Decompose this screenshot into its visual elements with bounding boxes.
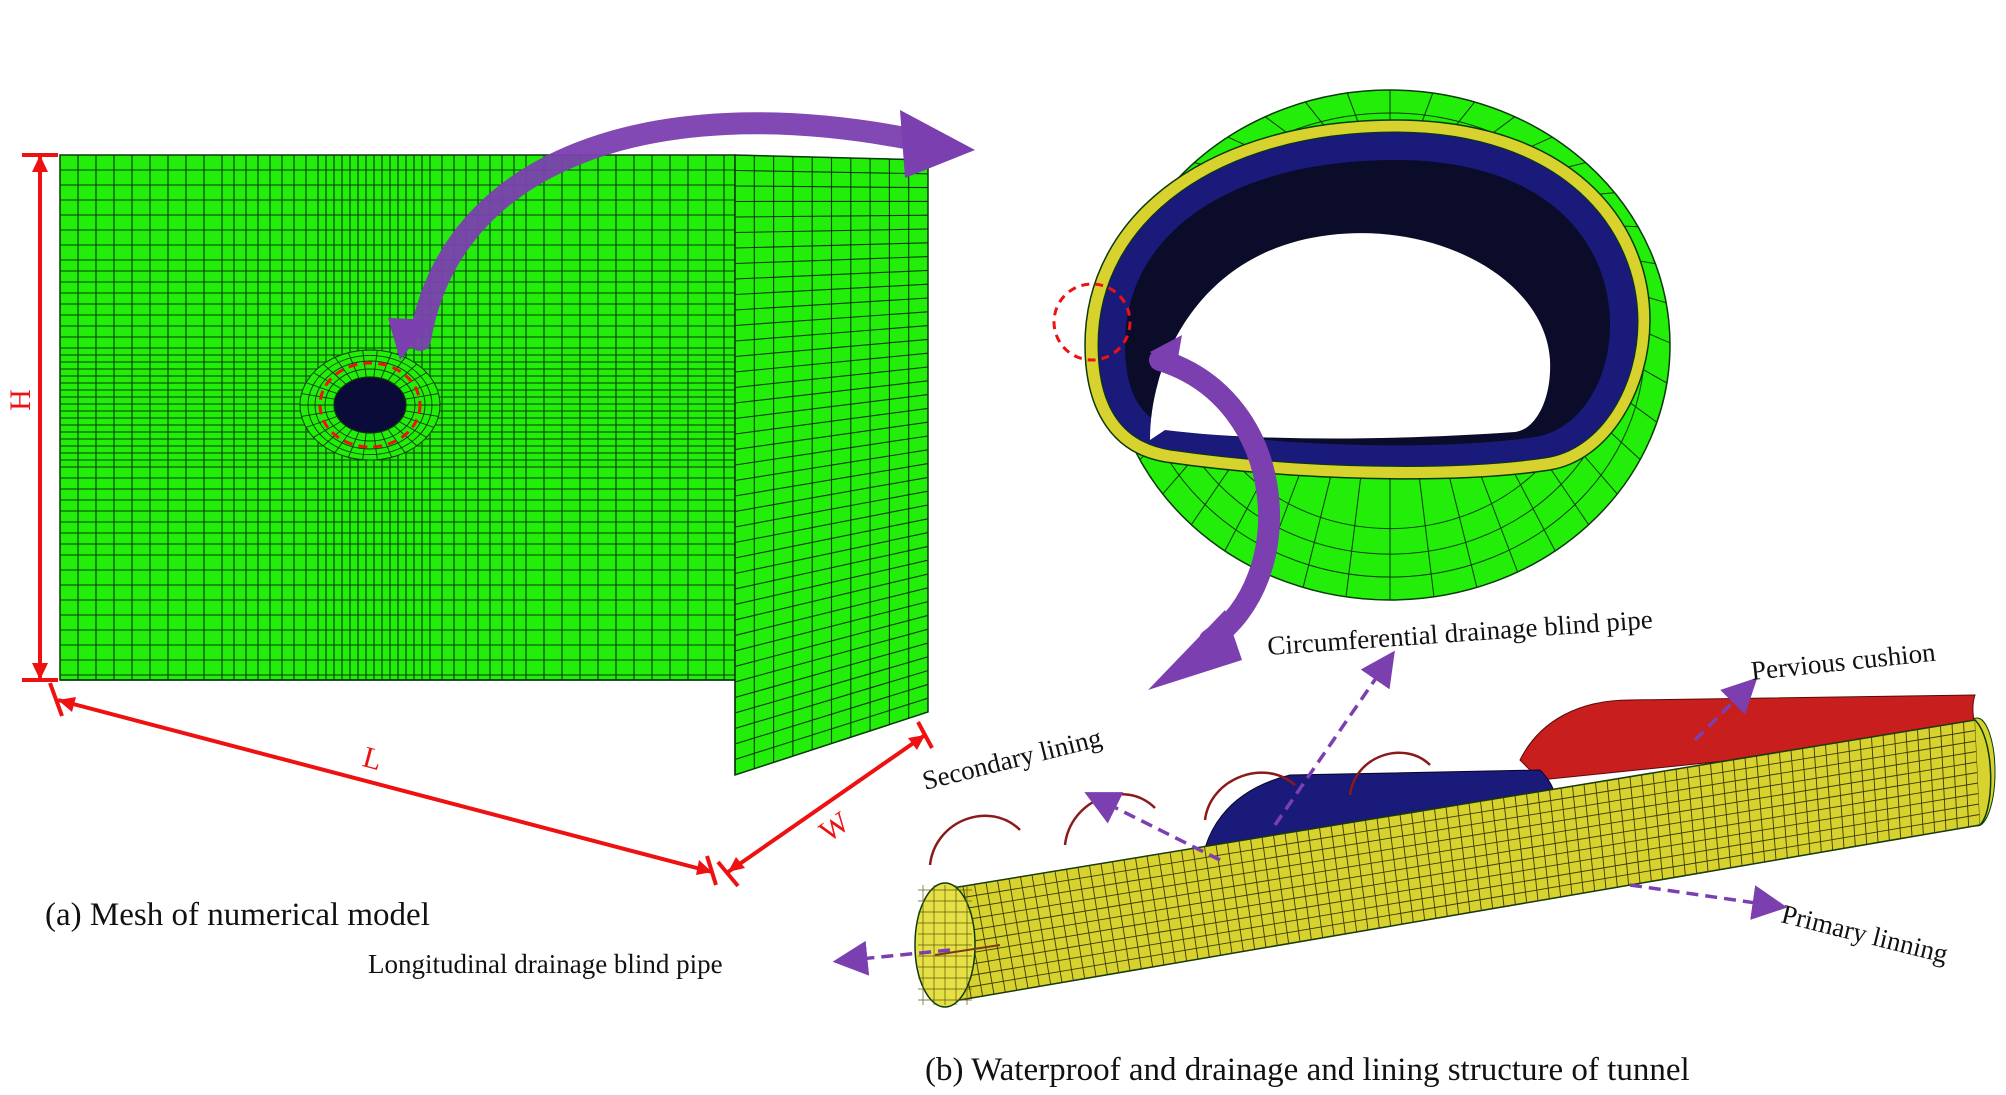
leader-lines — [832, 650, 1788, 976]
label-circumferential-pipe: Circumferential drainage blind pipe — [1266, 604, 1653, 661]
zoom-arrow-2-head — [1148, 610, 1242, 690]
zoom-arrow-2-tail — [1150, 335, 1182, 375]
label-secondary-lining: Secondary lining — [919, 722, 1105, 796]
panel-a-caption: (a) Mesh of numerical model — [45, 897, 430, 933]
dimension-h-label: H — [4, 389, 37, 411]
tunnel-opening-light — [1150, 233, 1551, 440]
zoom-arrow-1-head — [900, 110, 975, 178]
zoom-arrow-1 — [409, 112, 916, 351]
longitudinal-pipe — [934, 944, 1001, 956]
label-longitudinal-pipe: Longitudinal drainage blind pipe — [368, 949, 723, 979]
zoom-arrow-2 — [1149, 349, 1281, 651]
mesh-block — [59, 154, 929, 777]
label-primary-lining: Primary linning — [1779, 899, 1951, 969]
panel-b-caption: (b) Waterproof and drainage and lining s… — [925, 1052, 1690, 1088]
dimension-arrowheads — [32, 155, 925, 875]
dimension-w-label: W — [813, 805, 856, 849]
tunnel-opening — [299, 349, 441, 461]
primary-lining-tube — [932, 719, 1992, 1001]
tunnel-cross-section — [1052, 89, 1671, 601]
cross-section-highlight-circle — [1052, 282, 1132, 362]
zoom-arrow-1-tail — [388, 318, 432, 360]
tunnel-tube — [914, 694, 1996, 1008]
right-mesh-lines — [735, 155, 928, 775]
dimension-l-label: L — [359, 741, 385, 778]
block-bottom-edge — [60, 679, 736, 775]
label-pervious-cushion: Pervious cushion — [1749, 637, 1937, 686]
dimension-lines — [22, 153, 934, 888]
tunnel-highlight-circle — [318, 361, 422, 449]
